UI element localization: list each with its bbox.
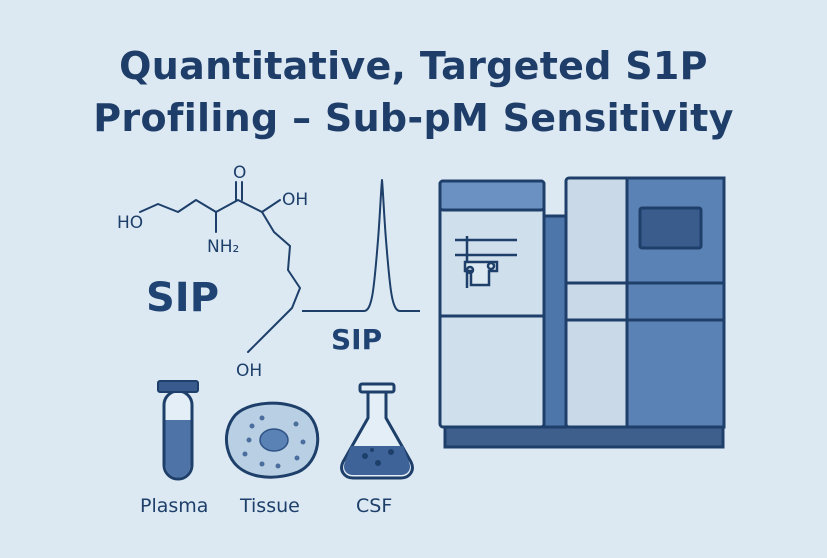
molecule-label: SIP — [146, 275, 219, 321]
molecule-backbone-bond — [139, 199, 263, 213]
s1p-molecule-structure — [139, 181, 301, 353]
test-tube-icon — [157, 380, 199, 481]
title-line-2: Profiling – Sub-pM Sensitivity — [93, 96, 734, 140]
instrument-display-screen — [638, 206, 703, 250]
title-line-1: Quantitative, Targeted S1P — [119, 44, 708, 88]
atom-nh2: NH₂ — [207, 237, 239, 257]
hydroxyl-bond — [261, 199, 281, 213]
atom-oxygen: O — [233, 163, 246, 183]
chromatogram-label: SIP — [331, 323, 382, 356]
tissue-cell-icon — [224, 401, 320, 479]
flask-icon — [340, 382, 414, 480]
sample-label-csf: CSF — [356, 495, 392, 517]
instrument-left-top-bar — [438, 179, 546, 212]
lc-ms-instrument-icon — [438, 176, 726, 449]
atom-oh-bottom: OH — [236, 361, 262, 381]
alkyl-chain-bond — [247, 211, 301, 353]
sample-label-plasma: Plasma — [140, 495, 208, 517]
atom-ho-left: HO — [117, 213, 143, 233]
chromatogram-peak — [302, 179, 420, 312]
instrument-left-module — [438, 179, 546, 429]
atom-oh-top: OH — [282, 190, 308, 210]
autosampler-mechanism-icon — [455, 236, 517, 288]
instrument-connector-column — [542, 214, 568, 429]
sample-label-tissue: Tissue — [239, 495, 300, 517]
